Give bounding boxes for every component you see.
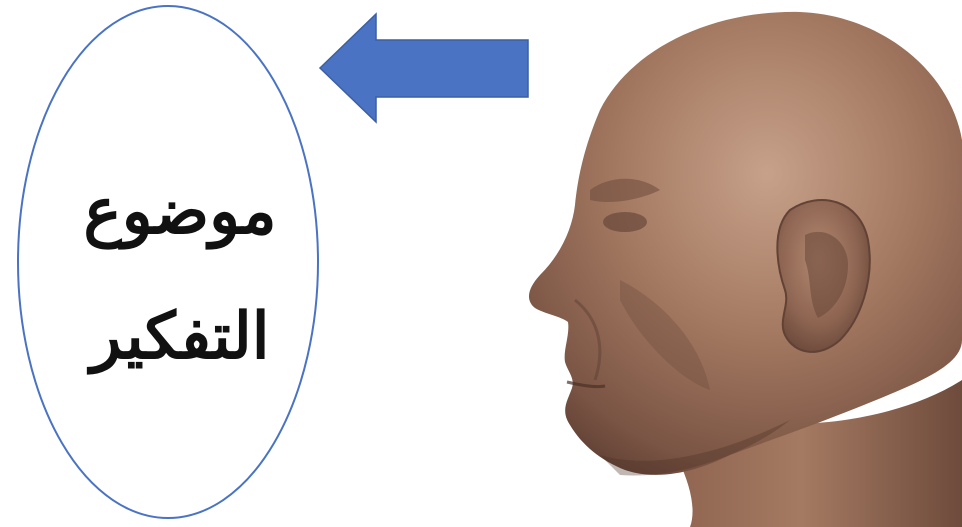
left-arrow-shape (320, 14, 528, 122)
eye-socket (603, 212, 647, 232)
topic-oval (18, 6, 318, 518)
head-profile-illustration (529, 12, 962, 527)
topic-label-line-2: التفكير (40, 305, 320, 369)
head-silhouette (529, 12, 962, 475)
topic-label-line-1: موضوع (40, 180, 320, 244)
